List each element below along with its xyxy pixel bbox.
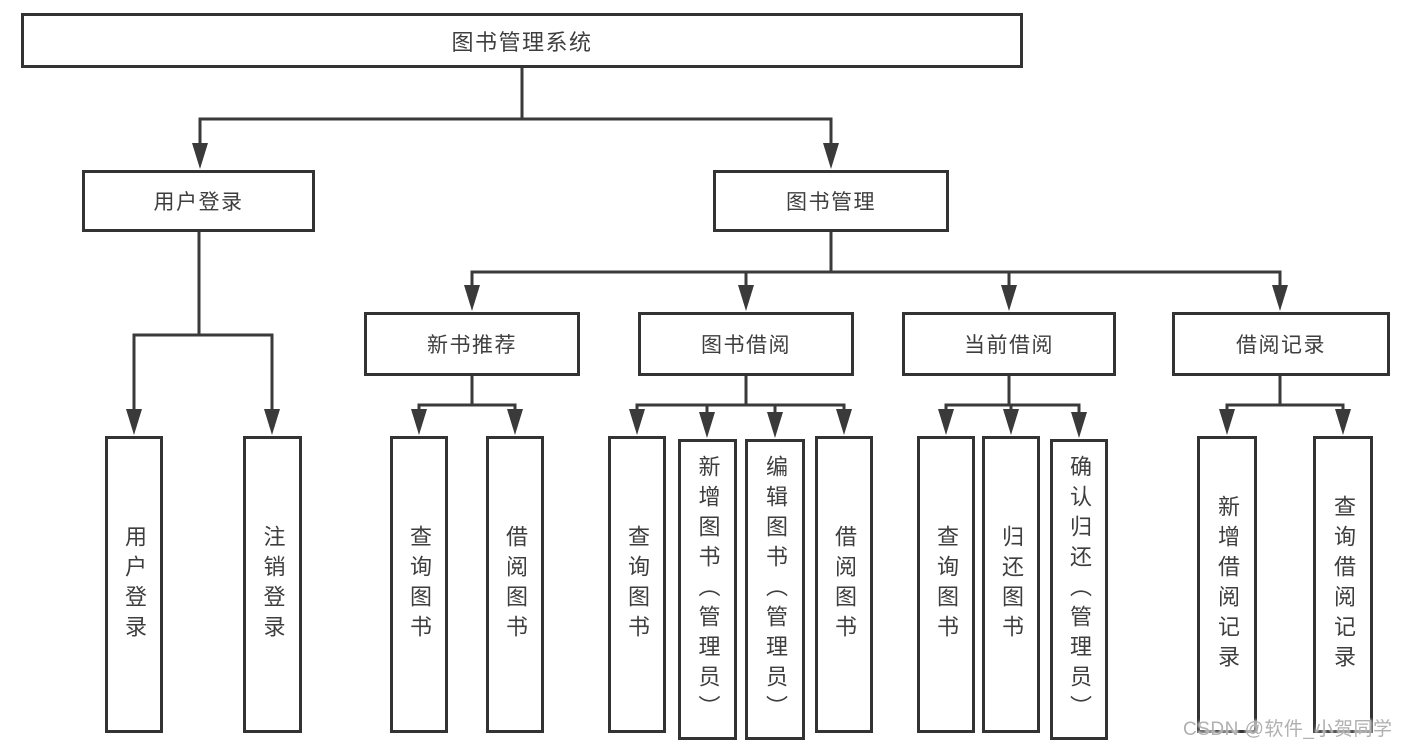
leaf-logout: 注销登录 (243, 436, 302, 733)
leaf-query-borrow-record: 查询借阅记录 (1313, 436, 1373, 733)
node-borrowing-records: 借阅记录 (1172, 312, 1390, 376)
leaf-add-books-admin: 新增图书（管理员） (678, 439, 737, 740)
leaf-current-query-books: 查询图书 (917, 436, 975, 733)
node-book-borrowing: 图书借阅 (638, 312, 854, 376)
leaf-user-login: 用户登录 (105, 436, 163, 733)
node-user-login: 用户登录 (82, 170, 315, 232)
node-current-borrowing: 当前借阅 (902, 312, 1116, 376)
leaf-edit-books-admin: 编辑图书（管理员） (745, 439, 805, 740)
leaf-return-books: 归还图书 (982, 436, 1040, 733)
node-book-management: 图书管理 (713, 170, 949, 232)
csdn-watermark: CSDN @软件_小贺同学 (1183, 719, 1393, 740)
leaf-add-borrow-record: 新增借阅记录 (1197, 436, 1257, 733)
leaf-borrowing-borrow-books: 借阅图书 (815, 436, 873, 733)
leaf-confirm-return-admin: 确认归还（管理员） (1050, 439, 1108, 740)
node-new-book-recommendation: 新书推荐 (364, 312, 580, 376)
leaf-borrowing-query-books: 查询图书 (608, 436, 666, 733)
leaf-recommend-borrow-books: 借阅图书 (486, 436, 544, 733)
leaf-recommend-query-books: 查询图书 (390, 436, 448, 733)
node-book-management-system: 图书管理系统 (21, 13, 1023, 68)
